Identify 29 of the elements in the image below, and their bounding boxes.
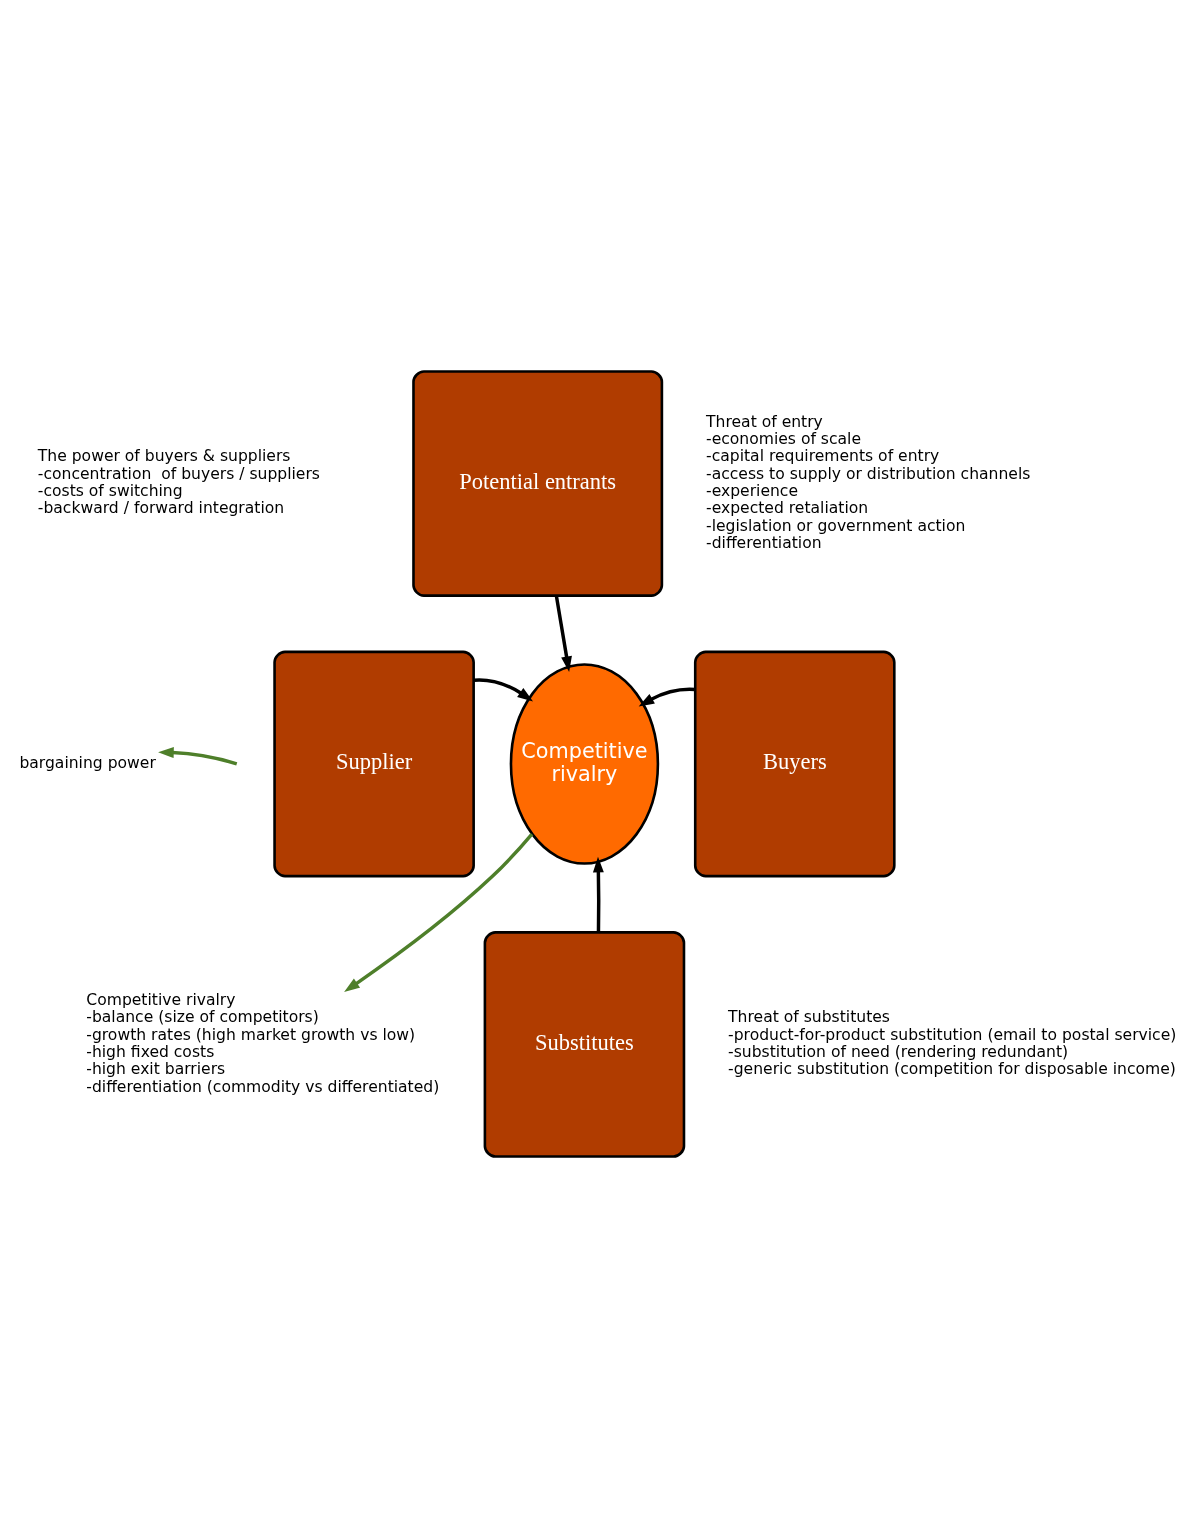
node-label: -substitution of need (rendering redundant) — [728, 1042, 1069, 1061]
label: The power of buyers & suppliers — [37, 447, 291, 466]
arrow — [473, 678, 534, 702]
node-label: -generic substitution (competition for disposable income) — [728, 1060, 1176, 1079]
node-label: -differentiation — [706, 533, 822, 552]
arrow — [592, 856, 604, 933]
arrow — [158, 747, 238, 766]
node-label: -access to supply or distribution channels — [706, 464, 1031, 483]
node-label: -experience — [706, 482, 799, 501]
node-text: bargaining power — [19, 753, 156, 772]
node-label: -capital requirements of entry — [706, 447, 940, 466]
node-box: Substitutes — [483, 931, 686, 1158]
node-label: -economies of scale — [706, 430, 862, 449]
node-label: Threat of substitutes — [728, 1008, 890, 1027]
label: -backward / forward integration — [37, 499, 285, 518]
arrow — [554, 595, 572, 672]
node-text: Competitive rivalry -balance (size of competitors) -growth rates (high market growth vs low) -high fixed costs -high exit barriers -differentiation (commodity vs differentiated) — [86, 990, 440, 1096]
node-label: Threat of entry — [706, 412, 823, 431]
node-label: -legislation or government action — [706, 516, 966, 535]
label: -costs of switching — [37, 482, 183, 501]
arrow — [344, 832, 534, 992]
node-ellipse: Competitive rivalry — [509, 663, 660, 865]
node-box: Buyers — [693, 650, 896, 878]
node-label: -product-for-product substitution (email to postal service) — [728, 1025, 1177, 1044]
label: -concentration of buyers / suppliers — [37, 464, 320, 483]
arrow — [638, 687, 696, 707]
node-box: Supplier — [273, 650, 475, 878]
node-label: -expected retaliation — [706, 499, 869, 518]
node-box: Potential entrants — [412, 370, 664, 597]
